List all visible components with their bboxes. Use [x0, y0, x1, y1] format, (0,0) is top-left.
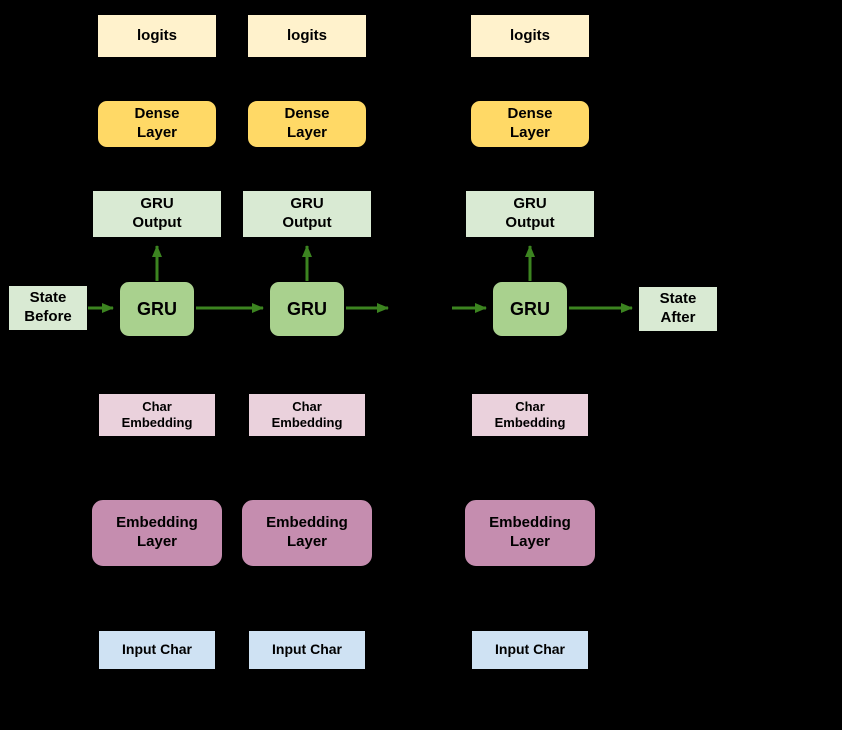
gru-output-box-t1: GRU Output: [242, 190, 372, 238]
embedding-layer-box-t2: Embedding Layer: [464, 499, 596, 567]
char-embedding-box-t1: Char Embedding: [248, 393, 366, 437]
gru-output-box-t2: GRU Output: [465, 190, 595, 238]
gru-box-t1: GRU: [269, 281, 345, 337]
logits-box-t2: logits: [470, 14, 590, 58]
logits-box-t0: logits: [97, 14, 217, 58]
embedding-layer-box-t0: Embedding Layer: [91, 499, 223, 567]
state-after-box: State After: [638, 286, 718, 332]
input-char-box-t1: Input Char: [248, 630, 366, 670]
dense-layer-box-t1: Dense Layer: [247, 100, 367, 148]
logits-box-t1: logits: [247, 14, 367, 58]
input-char-box-t0: Input Char: [98, 630, 216, 670]
gru-box-t2: GRU: [492, 281, 568, 337]
gru-box-t0: GRU: [119, 281, 195, 337]
gru-output-box-t0: GRU Output: [92, 190, 222, 238]
state-before-box: State Before: [8, 285, 88, 331]
input-char-box-t2: Input Char: [471, 630, 589, 670]
dense-layer-box-t2: Dense Layer: [470, 100, 590, 148]
embedding-layer-box-t1: Embedding Layer: [241, 499, 373, 567]
char-embedding-box-t0: Char Embedding: [98, 393, 216, 437]
char-embedding-box-t2: Char Embedding: [471, 393, 589, 437]
dense-layer-box-t0: Dense Layer: [97, 100, 217, 148]
